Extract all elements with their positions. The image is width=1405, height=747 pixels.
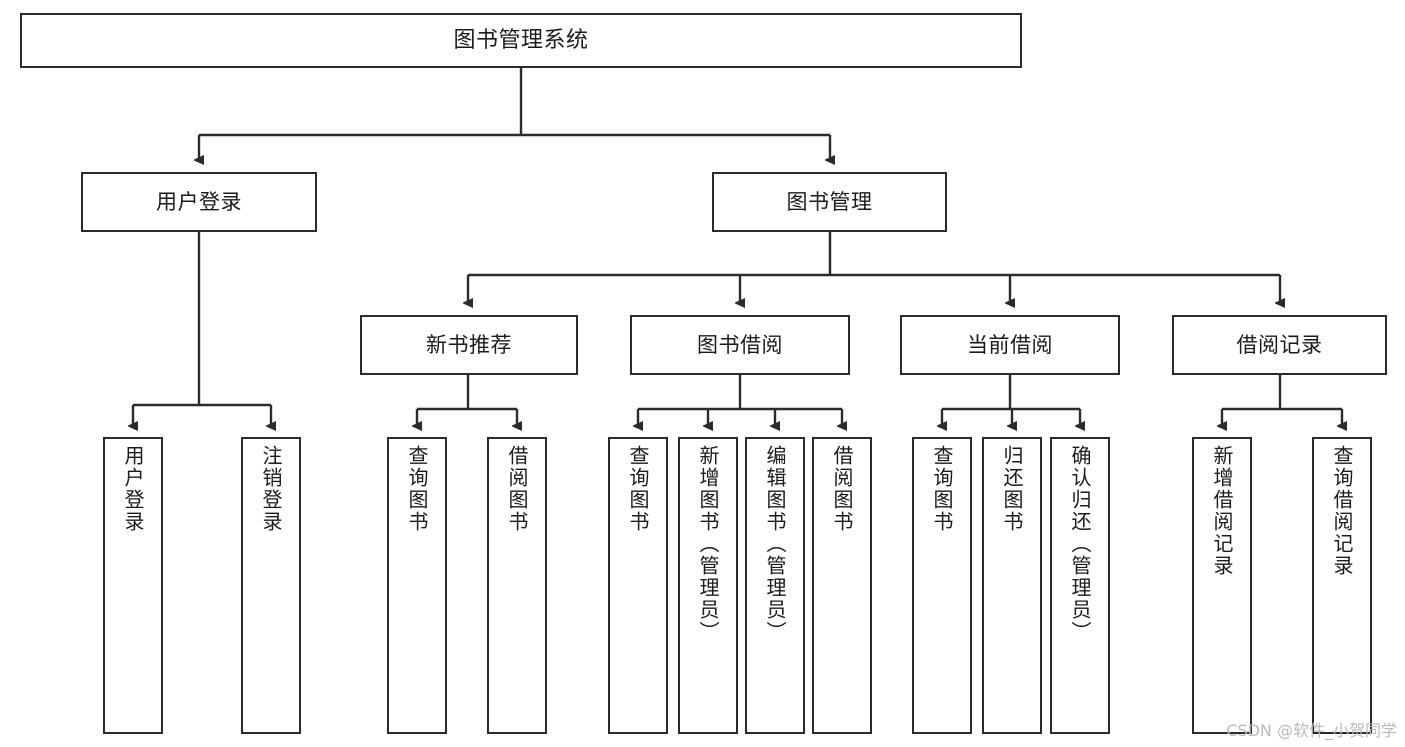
node-leaf-return-book[interactable]: 归还图书 bbox=[982, 437, 1042, 734]
node-leaf-borrow-book-bb[interactable]: 借阅图书 bbox=[812, 437, 872, 734]
node-label: 借阅记录 bbox=[1236, 332, 1323, 357]
node-leaf-confirm-return[interactable]: 确认归还（管理员） bbox=[1050, 437, 1110, 734]
node-label: 图书管理 bbox=[786, 189, 873, 214]
node-new-book-recommend[interactable]: 新书推荐 bbox=[360, 315, 578, 375]
node-label: 图书借阅 bbox=[697, 332, 783, 357]
node-label: 查询图书 bbox=[626, 445, 650, 533]
node-leaf-edit-book-admin[interactable]: 编辑图书（管理员） bbox=[745, 437, 805, 734]
node-leaf-borrow-book-nb[interactable]: 借阅图书 bbox=[487, 437, 547, 734]
node-label: 借阅图书 bbox=[505, 445, 529, 533]
node-book-borrow[interactable]: 图书借阅 bbox=[630, 315, 850, 375]
node-label: 查询图书 bbox=[930, 445, 954, 533]
node-label: 注销登录 bbox=[259, 445, 283, 533]
node-label: 图书管理系统 bbox=[453, 27, 589, 53]
node-label: 查询图书 bbox=[405, 445, 429, 533]
node-leaf-logout[interactable]: 注销登录 bbox=[241, 437, 301, 734]
node-leaf-query-book-nb[interactable]: 查询图书 bbox=[387, 437, 447, 734]
node-label: 用户登录 bbox=[156, 189, 242, 214]
node-label: 借阅图书 bbox=[830, 445, 854, 533]
node-label: 查询借阅记录 bbox=[1330, 445, 1354, 577]
node-book-manage[interactable]: 图书管理 bbox=[712, 172, 947, 232]
node-label: 新书推荐 bbox=[426, 332, 512, 357]
node-label: 用户登录 bbox=[121, 445, 145, 533]
node-label: 当前借阅 bbox=[967, 332, 1053, 357]
node-user-login[interactable]: 用户登录 bbox=[81, 172, 317, 232]
node-label: 新增图书（管理员） bbox=[696, 445, 720, 643]
csdn-watermark: CSDN @软件_小贺同学 bbox=[1226, 721, 1397, 740]
node-label: 新增借阅记录 bbox=[1210, 445, 1234, 577]
node-leaf-query-borrow-record[interactable]: 查询借阅记录 bbox=[1312, 437, 1372, 734]
node-borrow-record[interactable]: 借阅记录 bbox=[1172, 315, 1387, 375]
node-root[interactable]: 图书管理系统 bbox=[20, 13, 1022, 68]
node-leaf-add-borrow-record[interactable]: 新增借阅记录 bbox=[1192, 437, 1252, 734]
node-label: 归还图书 bbox=[1000, 445, 1024, 533]
node-leaf-query-book-bb[interactable]: 查询图书 bbox=[608, 437, 668, 734]
node-leaf-add-book-admin[interactable]: 新增图书（管理员） bbox=[678, 437, 738, 734]
node-current-borrow[interactable]: 当前借阅 bbox=[900, 315, 1120, 375]
node-leaf-query-book-cb[interactable]: 查询图书 bbox=[912, 437, 972, 734]
node-leaf-user-login[interactable]: 用户登录 bbox=[103, 437, 163, 734]
node-label: 编辑图书（管理员） bbox=[763, 445, 787, 643]
node-label: 确认归还（管理员） bbox=[1068, 445, 1092, 643]
